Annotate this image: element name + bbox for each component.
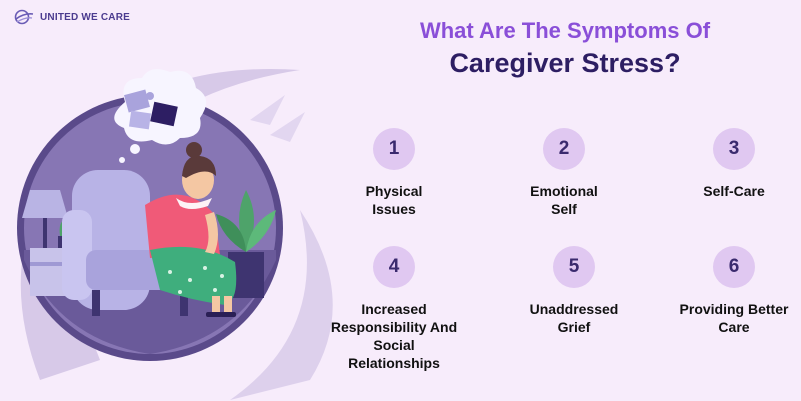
symptom-item-5: 5 Unaddressed Grief: [504, 246, 644, 336]
title-line-1: What Are The Symptoms Of: [419, 18, 711, 43]
brand-name: UNITED WE CARE: [40, 11, 131, 23]
symptom-label: Physical Issues: [365, 183, 423, 217]
symptom-item-3: 3 Self-Care: [664, 128, 801, 200]
number-badge: 1: [373, 128, 415, 170]
globe-logo-icon: [14, 9, 34, 25]
symptom-label: Increased Responsibility And Social Rela…: [330, 301, 458, 371]
number-badge: 2: [543, 128, 585, 170]
symptom-item-1: 1 Physical Issues: [324, 128, 464, 218]
title-line-2: Caregiver Stress?: [449, 48, 681, 78]
symptom-label: Emotional Self: [530, 183, 598, 217]
symptom-label: Self-Care: [703, 183, 765, 199]
caregiver-illustration: [17, 69, 333, 400]
number-badge: 4: [373, 246, 415, 288]
brand: UNITED WE CARE: [14, 9, 130, 25]
number-badge: 3: [713, 128, 755, 170]
symptom-item-6: 6 Providing Better Care: [664, 246, 801, 336]
symptom-label: Unaddressed Grief: [529, 301, 619, 335]
number-badge: 5: [553, 246, 595, 288]
symptom-item-2: 2 Emotional Self: [494, 128, 634, 218]
symptom-item-4: 4 Increased Responsibility And Social Re…: [324, 246, 464, 372]
symptom-label: Providing Better Care: [679, 301, 789, 335]
number-badge: 6: [713, 246, 755, 288]
